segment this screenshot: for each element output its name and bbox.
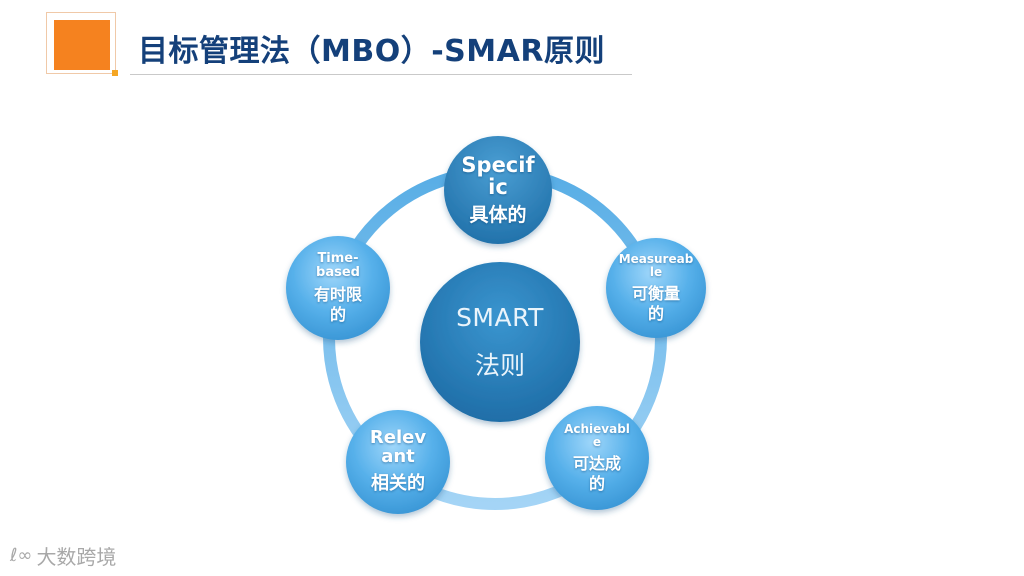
node-relevant-label: Relev ant 相关的 [348,412,448,512]
node-specific-en: Specif ic [461,152,535,199]
node-achievable-en: Achievabl e [564,422,630,449]
center-circle [420,262,580,422]
center-label-en: SMART [456,302,544,332]
node-relevant-zh: 相关的 [371,473,425,495]
node-measureable [606,238,706,338]
logo-frame [46,12,116,74]
node-timebased-label: Time- based 有时限 的 [288,238,388,338]
watermark-logo-icon: ℓ∞ [10,545,33,566]
node-timebased [286,236,390,340]
watermark-text: 大数跨境 [36,545,117,569]
logo-square [54,20,110,70]
node-specific-zh: 具体的 [469,203,527,226]
node-relevant [346,410,450,514]
node-achievable [545,406,649,510]
node-measureable-label: Measureab le 可衡量 的 [608,240,704,336]
node-relevant-en: Relev ant [369,427,427,468]
node-measureable-en: Measureab le [618,252,694,279]
node-timebased-en: Time- based [316,251,360,280]
node-specific-label: Specif ic 具体的 [448,140,548,240]
node-measureable-zh: 可衡量 的 [631,284,680,323]
node-timebased-zh: 有时限 的 [313,285,362,324]
node-specific [444,136,552,244]
watermark: ℓ∞ 大数跨境 [10,541,116,570]
logo-dot [112,70,118,76]
node-achievable-zh: 可达成 的 [572,454,621,493]
center-label-zh: 法则 [474,350,525,380]
node-achievable-label: Achievabl e 可达成 的 [547,408,647,508]
center-label: SMART 法则 [420,262,580,422]
title-divider [130,74,632,75]
page-title: 目标管理法（MBO）-SMAR原则 [138,34,605,69]
